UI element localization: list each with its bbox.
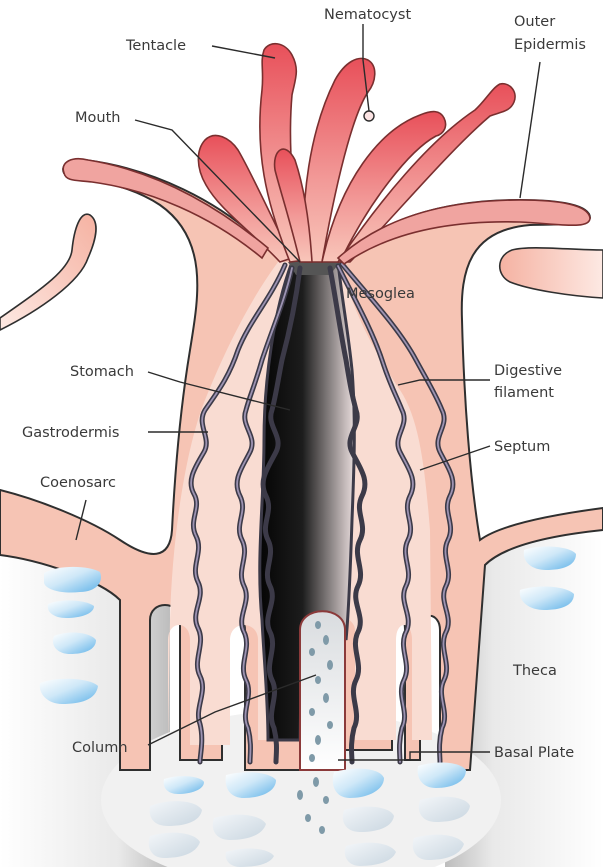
label-outer-epidermis-2: Epidermis — [514, 37, 586, 53]
side-tentacle-right — [500, 248, 603, 298]
label-theca: Theca — [512, 663, 557, 679]
label-septum: Septum — [494, 439, 550, 455]
label-gastrodermis: Gastrodermis — [22, 425, 119, 441]
label-tentacle: Tentacle — [125, 38, 186, 54]
label-mesoglea: Mesoglea — [346, 286, 415, 302]
nematocyst-marker — [364, 111, 374, 121]
label-mouth: Mouth — [75, 110, 120, 126]
label-coenosarc: Coenosarc — [40, 475, 116, 491]
label-column: Column — [72, 740, 128, 756]
label-outer-epidermis-1: Outer — [514, 14, 555, 30]
label-digestive-filament-2: filament — [494, 385, 554, 401]
label-digestive-filament-1: Digestive — [494, 363, 562, 379]
label-basal-plate: Basal Plate — [494, 745, 574, 761]
column-skeleton — [300, 611, 345, 770]
label-nematocyst: Nematocyst — [324, 7, 411, 23]
side-tentacle-left — [0, 214, 96, 330]
label-stomach: Stomach — [70, 364, 134, 380]
